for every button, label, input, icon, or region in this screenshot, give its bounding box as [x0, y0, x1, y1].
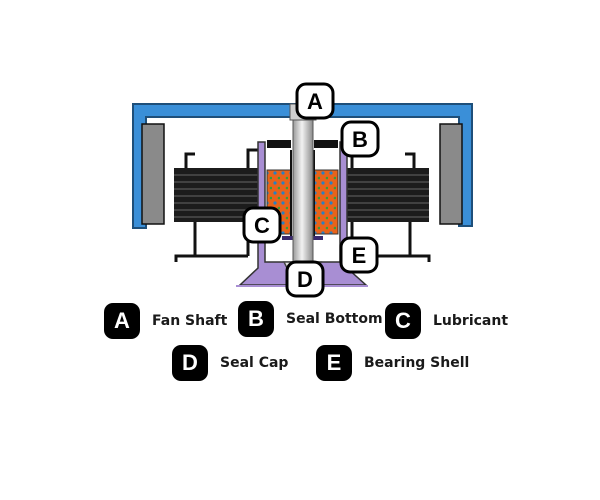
seal-bottom-left [267, 140, 291, 148]
svg-text:D: D [297, 267, 313, 292]
legend-label: Bearing Shell [364, 355, 470, 371]
legend-badge: A [104, 303, 140, 339]
svg-text:A: A [307, 89, 323, 114]
fan-shaft [292, 109, 314, 263]
legend-item-seal-bottom: B Seal Bottom [238, 301, 383, 337]
legend-item-fan-shaft: A Fan Shaft [104, 303, 227, 339]
legend-badge: E [316, 345, 352, 381]
legend-item-lubricant: C Lubricant [385, 303, 508, 339]
legend-label: Lubricant [433, 313, 509, 329]
callout-d: D [285, 260, 325, 298]
lubricant-right [313, 169, 339, 235]
legend-item-bearing-shell: E Bearing Shell [316, 345, 469, 381]
callout-a: A [295, 82, 335, 120]
svg-text:E: E [352, 243, 367, 268]
callout-c: C [242, 206, 282, 244]
magnet-left [141, 123, 165, 225]
seal-bottom-right [314, 140, 338, 148]
stator-coil-right [345, 168, 429, 222]
legend-label: Seal Bottom [286, 311, 383, 327]
legend-badge: C [385, 303, 421, 339]
legend-label: Fan Shaft [152, 313, 228, 329]
svg-text:C: C [254, 213, 270, 238]
legend-badge: D [172, 345, 208, 381]
magnet-right [439, 123, 463, 225]
callout-e: E [339, 236, 379, 274]
legend-item-seal-cap: D Seal Cap [172, 345, 288, 381]
legend-badge: B [238, 301, 274, 337]
callout-b: B [340, 120, 380, 158]
svg-text:B: B [352, 127, 368, 152]
fan-bearing-diagram: A B C D E [132, 82, 473, 298]
legend-label: Seal Cap [220, 355, 289, 371]
